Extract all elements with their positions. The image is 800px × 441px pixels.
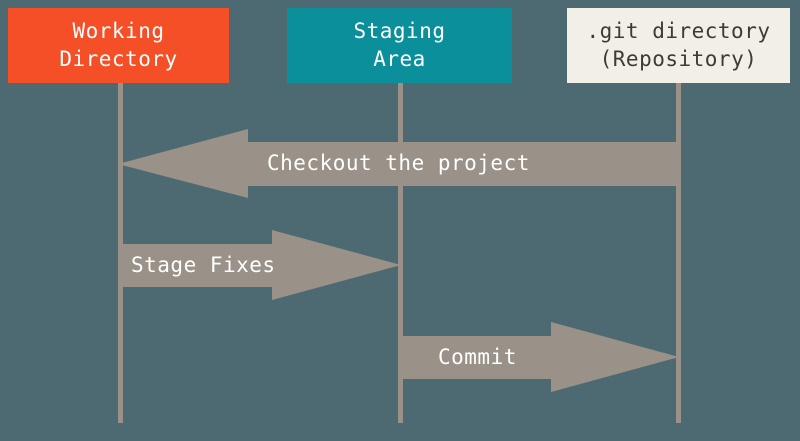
node-working-directory-label-line2: Directory xyxy=(59,46,178,71)
node-git-directory: .git directory (Repository) xyxy=(567,8,790,83)
lifeline-git-directory xyxy=(676,83,681,423)
node-git-directory-label-line1: .git directory xyxy=(586,18,771,43)
node-git-directory-label-line2: (Repository) xyxy=(599,46,758,71)
node-staging-area-label-line1: Staging xyxy=(353,18,446,43)
node-staging-area-label-line2: Area xyxy=(373,46,426,71)
arrow-commit-label: Commit xyxy=(438,345,517,369)
lifeline-staging-area xyxy=(398,83,403,423)
node-staging-area: Staging Area xyxy=(287,8,512,83)
arrow-commit xyxy=(399,321,679,393)
node-working-directory-label-line1: Working xyxy=(72,18,165,43)
arrow-stage-fixes-label: Stage Fixes xyxy=(131,253,276,277)
arrow-checkout-label: Checkout the project xyxy=(267,151,530,175)
arrow-checkout xyxy=(118,128,681,199)
arrow-stage-fixes xyxy=(120,229,401,301)
node-working-directory: Working Directory xyxy=(8,8,229,83)
